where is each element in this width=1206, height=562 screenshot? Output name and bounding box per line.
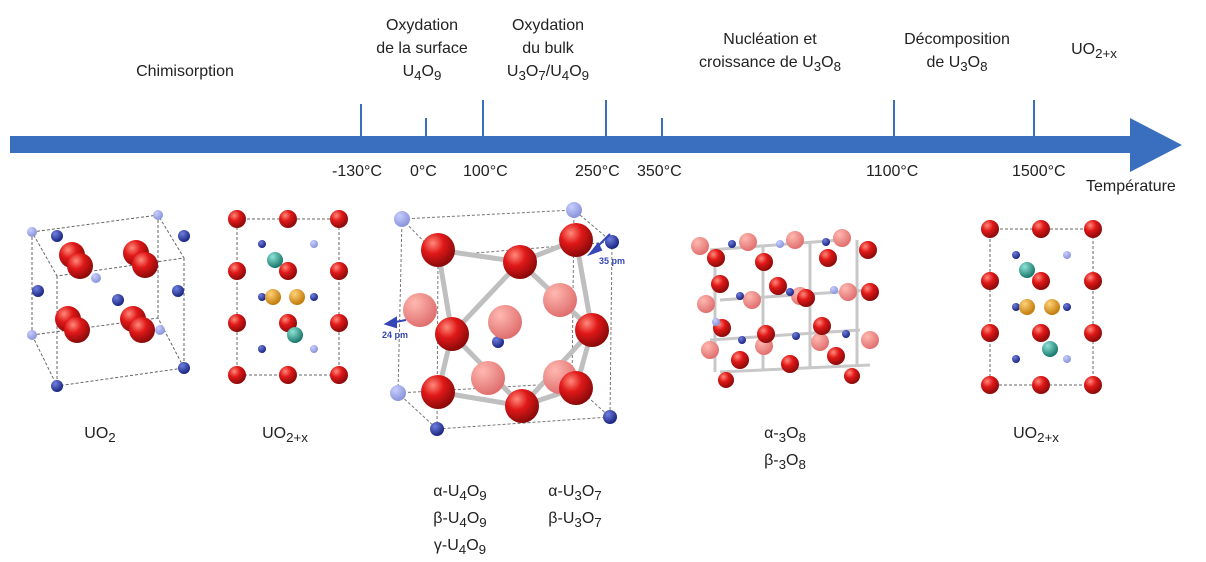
axis-label: Température xyxy=(1086,178,1176,195)
structure-u3o8 xyxy=(691,229,879,388)
temp-0: 0°C xyxy=(410,163,437,180)
stage-uo2x: UO2+x xyxy=(1071,41,1117,62)
phase-u3o7: α-U3O7 β-U3O7 xyxy=(548,483,602,531)
phase-uo2x-right: UO2+x xyxy=(1013,425,1059,446)
stage-surface-oxidation: Oxydation de la surface U4O9 xyxy=(376,17,468,84)
phase-uo2x-left: UO2+x xyxy=(262,425,308,446)
temp-250: 250°C xyxy=(575,163,620,180)
temp-1100: 1100°C xyxy=(866,163,919,180)
phase-uo2: UO2 xyxy=(84,425,116,446)
stage-decomposition: Décomposition de U3O8 xyxy=(904,31,1010,75)
structure-u4o9-u3o7 xyxy=(383,202,619,436)
temp-100: 100°C xyxy=(463,163,508,180)
temp-1500: 1500°C xyxy=(1012,163,1066,180)
phase-u4o9: α-U4O9 β-U4O9 γ-U4O9 xyxy=(433,483,487,558)
temp-minus130: -130°C xyxy=(332,163,382,180)
stage-bulk-oxidation: Oxydation du bulk U3O7/U4O9 xyxy=(506,17,590,84)
structure-uo2x-1 xyxy=(228,210,348,384)
temp-350: 350°C xyxy=(637,163,682,180)
annotation-24pm: 24 pm xyxy=(382,330,408,340)
timeline-arrow xyxy=(10,118,1182,172)
stage-chimisorption: Chimisorption xyxy=(136,63,234,80)
phase-u3o8: α-3O8 β-3O8 xyxy=(764,425,806,473)
structure-uo2x-2 xyxy=(981,220,1102,394)
structure-uo2 xyxy=(27,210,190,392)
timeline-ticks xyxy=(360,100,1035,136)
annotation-35pm: 35 pm xyxy=(599,256,625,266)
stage-nucleation: Nucléation et croissance de U3O8 xyxy=(698,31,841,75)
